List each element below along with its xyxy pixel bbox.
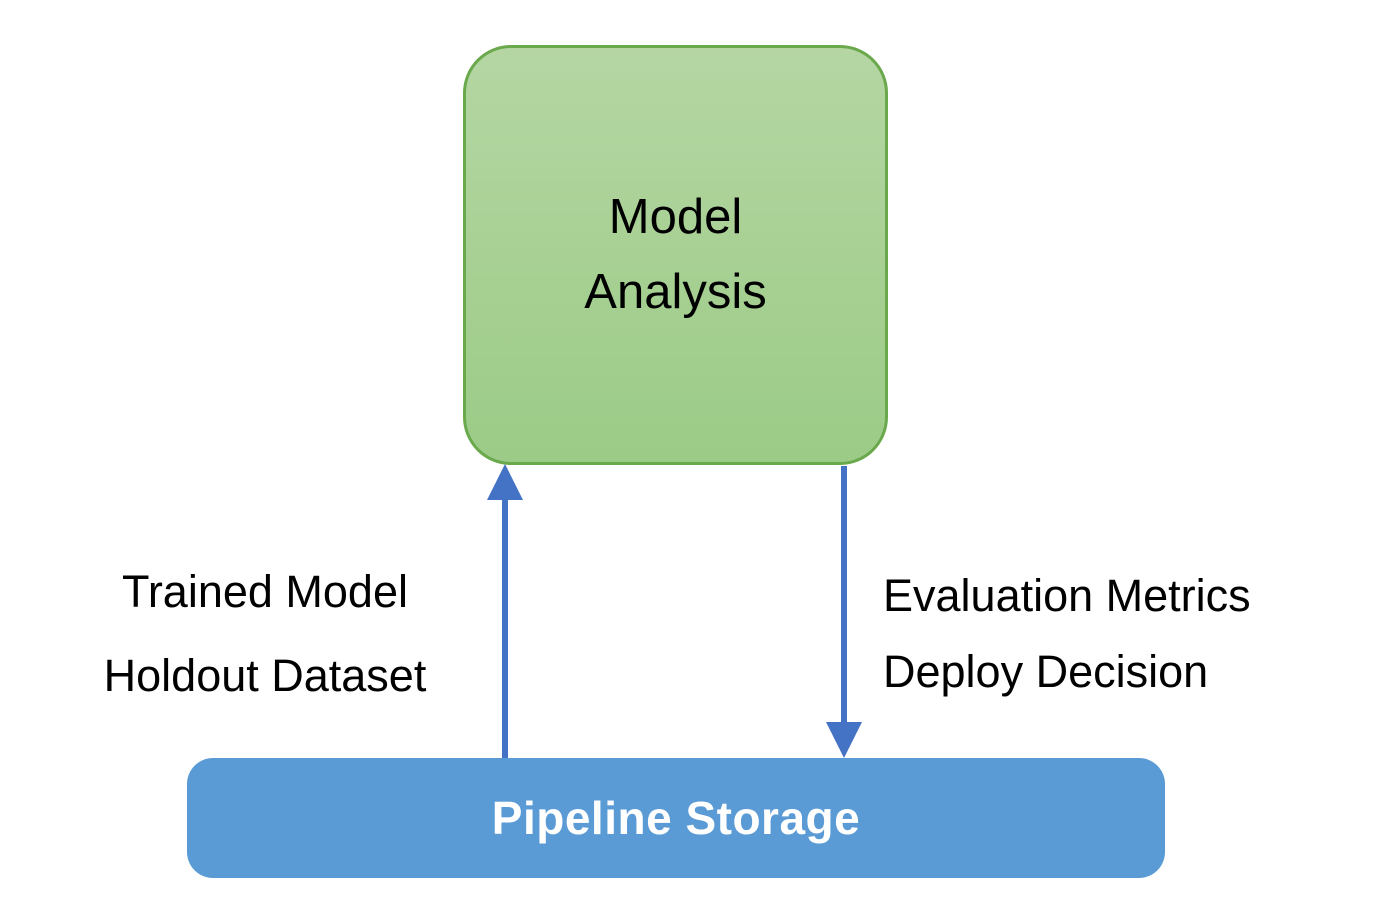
trained-model-label: Trained Model [122, 566, 408, 617]
model-analysis-label-line2: Analysis [584, 265, 767, 319]
holdout-dataset-label: Holdout Dataset [103, 650, 427, 701]
up-arrow-connector [487, 464, 523, 758]
analysis-to-storage-edge-label: Evaluation Metrics Deploy Decision [883, 558, 1363, 710]
model-analysis-label-line1: Model [608, 190, 743, 244]
pipeline-storage-node: Pipeline Storage [187, 758, 1165, 878]
up-arrow-head-icon [487, 464, 523, 500]
deploy-decision-label: Deploy Decision [883, 646, 1209, 697]
down-arrow-connector [826, 466, 862, 758]
pipeline-storage-label: Pipeline Storage [491, 792, 861, 844]
down-arrow-head-icon [826, 722, 862, 758]
evaluation-metrics-label: Evaluation Metrics [883, 570, 1251, 621]
storage-to-analysis-edge-label: Trained Model Holdout Dataset [55, 550, 475, 718]
model-analysis-node: Model Analysis [463, 45, 888, 465]
